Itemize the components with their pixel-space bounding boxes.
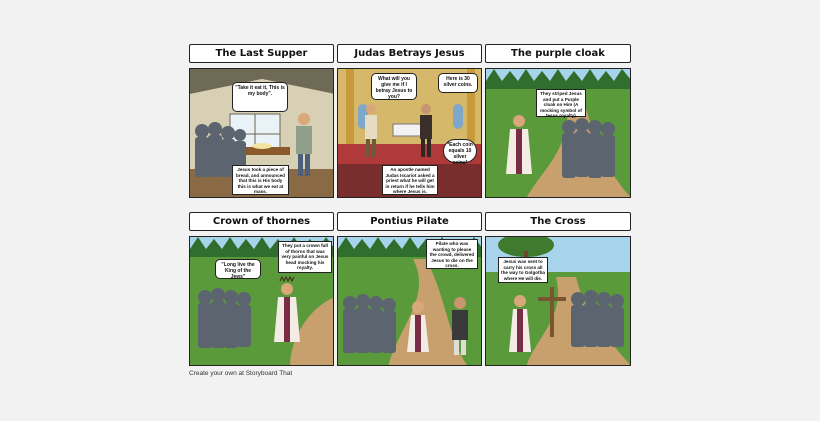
panel-title-5: Pontius Pilate (337, 212, 482, 231)
panel-title-4: Crown of thornes (189, 212, 334, 231)
panel-crown-of-thorns: "Long live the King of the Jews" They pu… (189, 236, 334, 366)
caption-crown: They put a crown full of thorns that was… (278, 241, 332, 273)
panel-pontius-pilate: Pilate who was wanting to please the cro… (337, 236, 482, 366)
panel-last-supper: "Take it eat it, This is my body". Jesus… (189, 68, 334, 198)
footer-credit[interactable]: Create your own at Storyboard That (189, 370, 293, 377)
speech-bubble-take-it: "Take it eat it, This is my body". (232, 82, 288, 112)
caption-cross: Jesus was sent to carry his cross all th… (498, 257, 548, 283)
panel-purple-cloak: They striped Jesus and put a Purple cloa… (485, 68, 631, 198)
speech-bubble-priest: Here is 30 silver coins. (438, 73, 478, 93)
caption-purple-cloak: They striped Jesus and put a Purple cloa… (536, 89, 586, 118)
caption-judas: An apostle named Judas Iscariot asked a … (382, 165, 438, 195)
panel-the-cross: Jesus was sent to carry his cross all th… (485, 236, 631, 366)
caption-last-supper: Jesus took a piece of bread, and announc… (232, 165, 289, 195)
panel-title-3: The purple cloak (485, 44, 631, 63)
panel-title-1: The Last Supper (189, 44, 334, 63)
thought-bubble-coins: *Each coin equals 10 silver coins* (443, 139, 477, 166)
panel-judas-betrays: What will you give me if I betray Jesus … (337, 68, 482, 198)
speech-bubble-judas: What will you give me if I betray Jesus … (371, 73, 417, 100)
panel-title-6: The Cross (485, 212, 631, 231)
speech-bubble-long-live: "Long live the King of the Jews" (215, 259, 261, 280)
panel-title-2: Judas Betrays Jesus (337, 44, 482, 63)
caption-pilate: Pilate who was wanting to please the cro… (426, 239, 478, 269)
